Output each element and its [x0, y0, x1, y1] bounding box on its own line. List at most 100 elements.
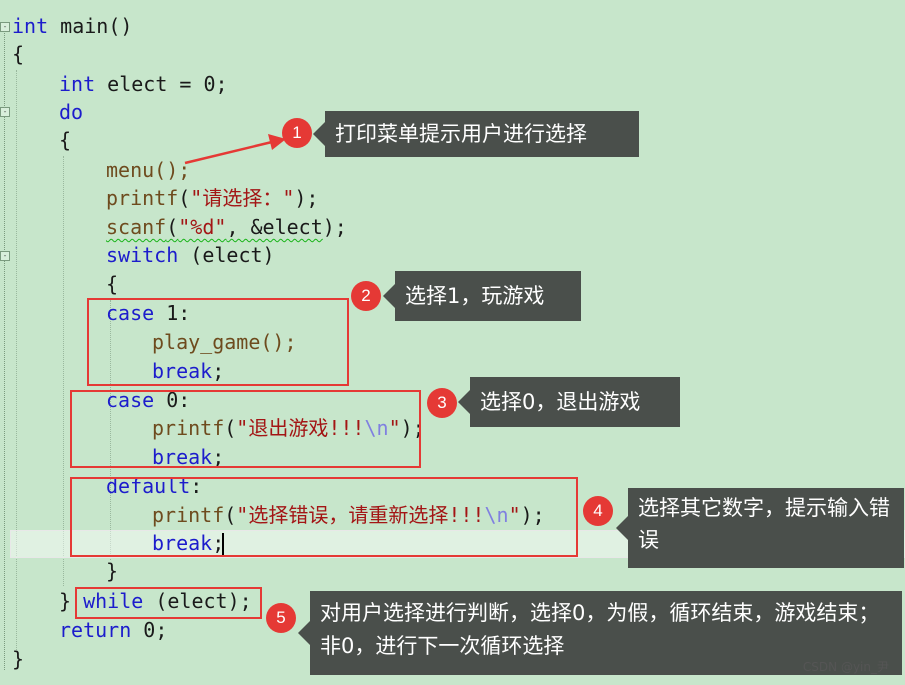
code-text: 0:	[154, 388, 191, 412]
code-line-8: scanf("%d", &elect);	[106, 213, 347, 241]
annotation-callout-2: 选择1，玩游戏	[383, 271, 581, 321]
annotation-text-5: 对用户选择进行判断，选择0，为假，循环结束，游戏结束；非0，进行下一次循环选择	[320, 601, 880, 658]
code-text: );	[294, 186, 319, 210]
code-line-2: {	[12, 40, 24, 68]
annotation-text-1: 打印菜单提示用户进行选择	[335, 122, 587, 146]
code-line-22: return 0;	[59, 616, 167, 644]
indent-guide	[16, 70, 17, 650]
code-line-20: }	[106, 557, 118, 585]
annotation-badge-4: 4	[583, 496, 613, 526]
annotation-text-2: 选择1，玩游戏	[405, 284, 545, 308]
annotation-callout-4: 选择其它数字，提示输入错误	[616, 488, 904, 568]
code-text: (	[224, 503, 237, 527]
highlight-box-default	[70, 477, 578, 557]
annotation-badge-5: 5	[266, 603, 296, 633]
code-text: (	[166, 215, 179, 239]
code-text: elect = 0;	[95, 72, 228, 96]
code-line-10: {	[106, 270, 118, 298]
string-literal: "选择错误，请重新选择!!!	[236, 503, 485, 527]
keyword-do: do	[59, 100, 84, 124]
highlight-box-while	[75, 587, 262, 619]
escape-sequence: \n	[364, 416, 389, 440]
highlight-box-case-0	[70, 390, 421, 468]
code-text: );	[520, 503, 545, 527]
code-text: main()	[48, 14, 133, 38]
code-line-12: play_game();	[152, 328, 297, 356]
code-text: , &elect	[226, 215, 323, 239]
keyword-int: int	[12, 14, 49, 38]
indent-guide	[110, 300, 111, 560]
string-literal: "	[388, 416, 401, 440]
keyword-case: case	[106, 388, 155, 412]
function-name: printf	[152, 416, 225, 440]
code-line-14: case 0:	[106, 386, 190, 414]
code-text: }	[59, 589, 84, 613]
code-text: {	[106, 272, 119, 296]
string-literal: "%d"	[178, 215, 227, 239]
annotation-text-3: 选择0，退出游戏	[480, 390, 641, 414]
function-name: scanf	[106, 215, 167, 239]
code-line-4: do	[59, 98, 83, 126]
code-line-11: case 1:	[106, 299, 190, 327]
code-line-7: printf("请选择：");	[106, 184, 318, 212]
keyword-int: int	[59, 72, 96, 96]
code-text: (elect);	[143, 589, 252, 613]
code-line-5: {	[59, 126, 71, 154]
fold-toggle-do[interactable]: -	[0, 107, 10, 117]
code-line-18: printf("选择错误，请重新选择!!!\n");	[152, 501, 545, 529]
code-text: (	[224, 416, 237, 440]
escape-sequence: \n	[484, 503, 509, 527]
keyword-break: break	[152, 445, 213, 469]
code-line-13: break;	[152, 357, 224, 385]
annotation-badge-3: 3	[427, 388, 457, 418]
function-name: printf	[106, 186, 179, 210]
code-text: {	[59, 128, 72, 152]
code-text: 0;	[131, 618, 168, 642]
code-line-1: int main()	[12, 12, 132, 40]
code-line-9: switch (elect)	[106, 241, 275, 269]
string-literal: "请选择："	[190, 186, 295, 210]
code-line-21: } while (elect);	[59, 587, 252, 615]
keyword-break: break	[152, 359, 213, 383]
fold-toggle-main[interactable]: -	[0, 22, 10, 32]
annotation-callout-1: 打印菜单提示用户进行选择	[313, 111, 639, 157]
indent-guide	[63, 156, 64, 586]
fold-gutter-line	[4, 30, 6, 670]
code-text: ;	[212, 445, 225, 469]
code-text: );	[322, 215, 347, 239]
code-text: }	[12, 647, 25, 671]
annotation-text-4: 选择其它数字，提示输入错误	[638, 496, 890, 552]
keyword-while: while	[83, 589, 144, 613]
code-line-19: break;	[152, 529, 224, 557]
code-text: play_game();	[152, 330, 297, 354]
code-line-6: menu();	[106, 156, 190, 184]
code-text: (elect)	[178, 243, 275, 267]
code-text: (	[178, 186, 191, 210]
annotation-callout-5: 对用户选择进行判断，选择0，为假，循环结束，游戏结束；非0，进行下一次循环选择	[298, 591, 902, 675]
code-line-3: int elect = 0;	[59, 70, 228, 98]
code-text: }	[106, 559, 119, 583]
watermark: CSDN @yin_尹	[802, 660, 889, 674]
keyword-return: return	[59, 618, 132, 642]
function-name: printf	[152, 503, 225, 527]
code-line-23: }	[12, 645, 24, 673]
annotation-badge-2: 2	[351, 281, 381, 311]
keyword-case: case	[106, 301, 155, 325]
code-text: 1:	[154, 301, 191, 325]
string-literal: "	[508, 503, 521, 527]
text-caret	[222, 533, 224, 555]
keyword-break: break	[152, 531, 213, 555]
annotation-badge-1: 1	[282, 118, 312, 148]
fold-toggle-switch[interactable]: -	[0, 251, 10, 261]
keyword-switch: switch	[106, 243, 179, 267]
code-text: menu();	[106, 158, 191, 182]
annotation-callout-3: 选择0，退出游戏	[458, 377, 680, 427]
string-literal: "退出游戏!!!	[236, 416, 365, 440]
code-text: ;	[212, 359, 225, 383]
code-line-16: break;	[152, 443, 224, 471]
code-text: :	[190, 474, 203, 498]
highlight-box-case-1	[87, 298, 349, 386]
code-text: ;	[212, 531, 225, 555]
code-text: {	[12, 42, 25, 66]
